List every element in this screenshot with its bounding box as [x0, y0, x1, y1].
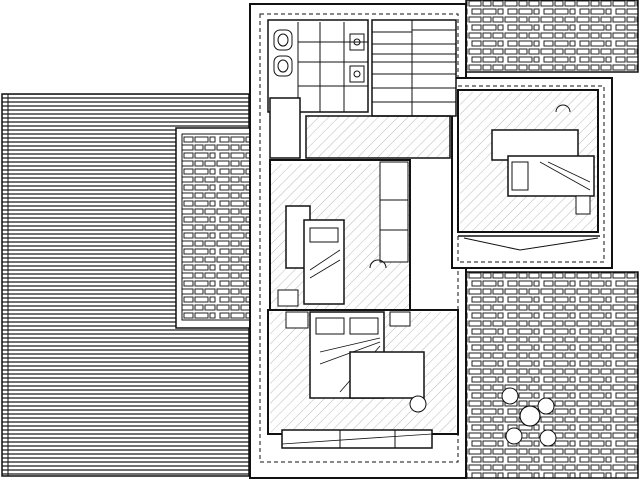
wardrobe	[281, 429, 433, 449]
chair-icon	[369, 259, 387, 269]
chair-icon	[501, 387, 519, 405]
stone-paving-south-east	[465, 271, 639, 479]
single-bed-icon	[507, 155, 595, 197]
sink-icon	[349, 65, 365, 83]
patio-table-with-four-chairs	[501, 387, 557, 447]
stone-paving-west	[175, 127, 251, 329]
hall	[305, 115, 451, 159]
desk-icon	[491, 129, 579, 161]
bedroom-south	[267, 309, 459, 449]
stone-paving-north-east	[465, 0, 639, 73]
chair-icon	[409, 395, 427, 413]
sink-icon	[349, 33, 365, 51]
stair	[371, 19, 457, 117]
bedroom-north-east	[457, 89, 600, 251]
single-bed-icon	[303, 219, 345, 305]
chair-icon	[555, 104, 571, 113]
chair-icon	[539, 429, 557, 447]
bidet-icon	[273, 55, 293, 77]
bedroom-center	[269, 159, 411, 311]
toilet-icon	[273, 29, 293, 51]
chair-icon	[537, 397, 555, 415]
chair-icon	[505, 427, 523, 445]
bathroom	[267, 19, 369, 159]
desk-icon	[349, 351, 425, 399]
